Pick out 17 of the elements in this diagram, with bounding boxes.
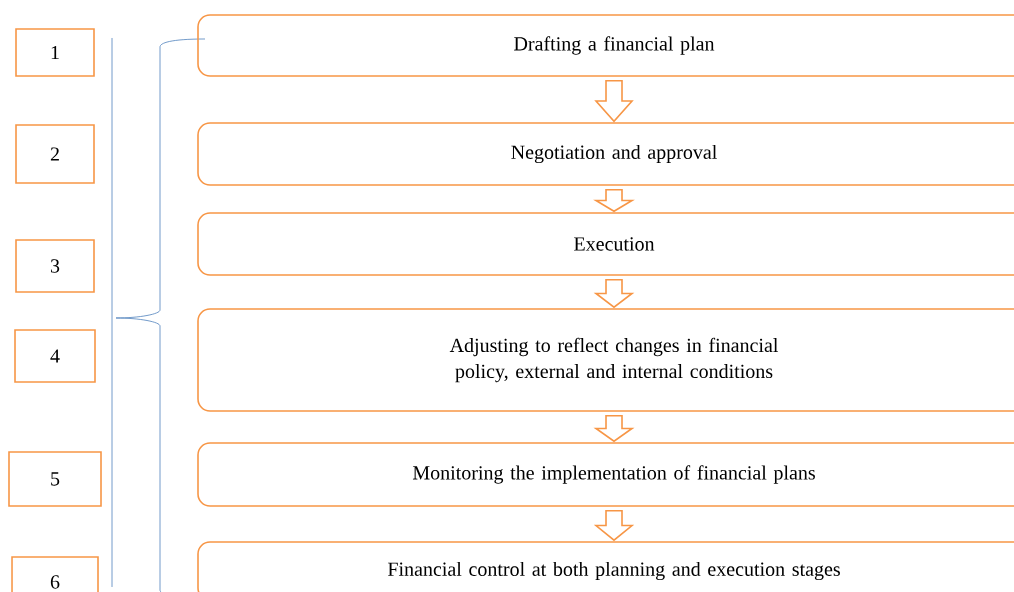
- step-box: Execution: [197, 212, 1014, 276]
- block-arrow: [593, 189, 635, 213]
- number-box: 3: [15, 239, 95, 293]
- block-arrow: [593, 415, 635, 443]
- number-box: 4: [14, 329, 96, 383]
- step-box: Negotiation and approval: [197, 122, 1014, 186]
- step-box: Adjusting to reflect changes in financial policy, external and internal conditions: [197, 308, 1014, 412]
- block-arrow: [594, 80, 634, 123]
- block-arrow: [593, 510, 635, 542]
- number-box: 5: [8, 451, 102, 507]
- number-box: 1: [15, 28, 95, 77]
- block-arrow: [593, 279, 635, 309]
- number-box: 2: [15, 124, 95, 184]
- step-box: Financial control at both planning and execution stages: [197, 541, 1014, 592]
- step-box: Monitoring the implementation of financial plans: [197, 442, 1014, 507]
- step-box: Drafting a financial plan: [197, 14, 1014, 77]
- number-box: 6: [11, 556, 99, 592]
